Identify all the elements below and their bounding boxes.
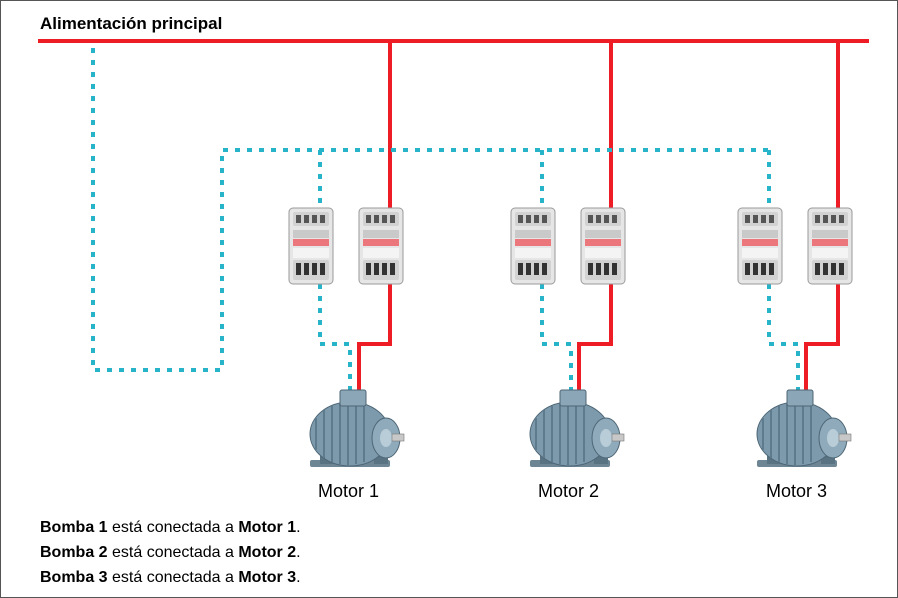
motor-name: Motor 1 (238, 519, 297, 536)
diagram-title: Alimentación principal (40, 14, 223, 33)
note-text: está conectada a (107, 544, 239, 561)
control-motor-1 (318, 284, 352, 392)
contactor-icon (510, 207, 556, 285)
power-motor-2 (577, 282, 613, 394)
note-end: . (296, 569, 301, 586)
electric-motor-icon (756, 389, 852, 468)
note-line: Bomba 1 está conectada a Motor 1. (40, 515, 301, 540)
connection-notes: Bomba 1 está conectada a Motor 1. Bomba … (40, 515, 301, 590)
motor-name: Motor 3 (238, 569, 297, 586)
contactor-icon (737, 207, 783, 285)
power-motor-3 (804, 282, 840, 394)
contactor-icon (358, 207, 404, 285)
contactor-icon (807, 207, 853, 285)
pump-name: Bomba 3 (40, 569, 108, 586)
motor-name: Motor 2 (238, 544, 297, 561)
note-line: Bomba 3 está conectada a Motor 3. (40, 565, 301, 590)
control-motor-3 (767, 284, 800, 392)
contactor-icon (580, 207, 626, 285)
electric-motor-icon (529, 389, 625, 468)
note-text: está conectada a (107, 569, 239, 586)
electric-motor-icon (309, 389, 405, 468)
motor-2-label: Motor 2 (538, 481, 600, 501)
pump-name: Bomba 2 (40, 544, 108, 561)
note-text: está conectada a (107, 519, 239, 536)
control-lines (91, 48, 800, 392)
power-lines (38, 39, 869, 394)
control-motor-2 (540, 284, 573, 392)
contactor-icon (288, 207, 334, 285)
note-line: Bomba 2 está conectada a Motor 2. (40, 540, 301, 565)
control-loop (91, 48, 770, 372)
note-end: . (296, 544, 301, 561)
motor-3-label: Motor 3 (766, 481, 828, 501)
note-end: . (296, 519, 301, 536)
motor-1-label: Motor 1 (318, 481, 380, 501)
power-motor-1 (357, 282, 392, 394)
pump-name: Bomba 1 (40, 519, 108, 536)
